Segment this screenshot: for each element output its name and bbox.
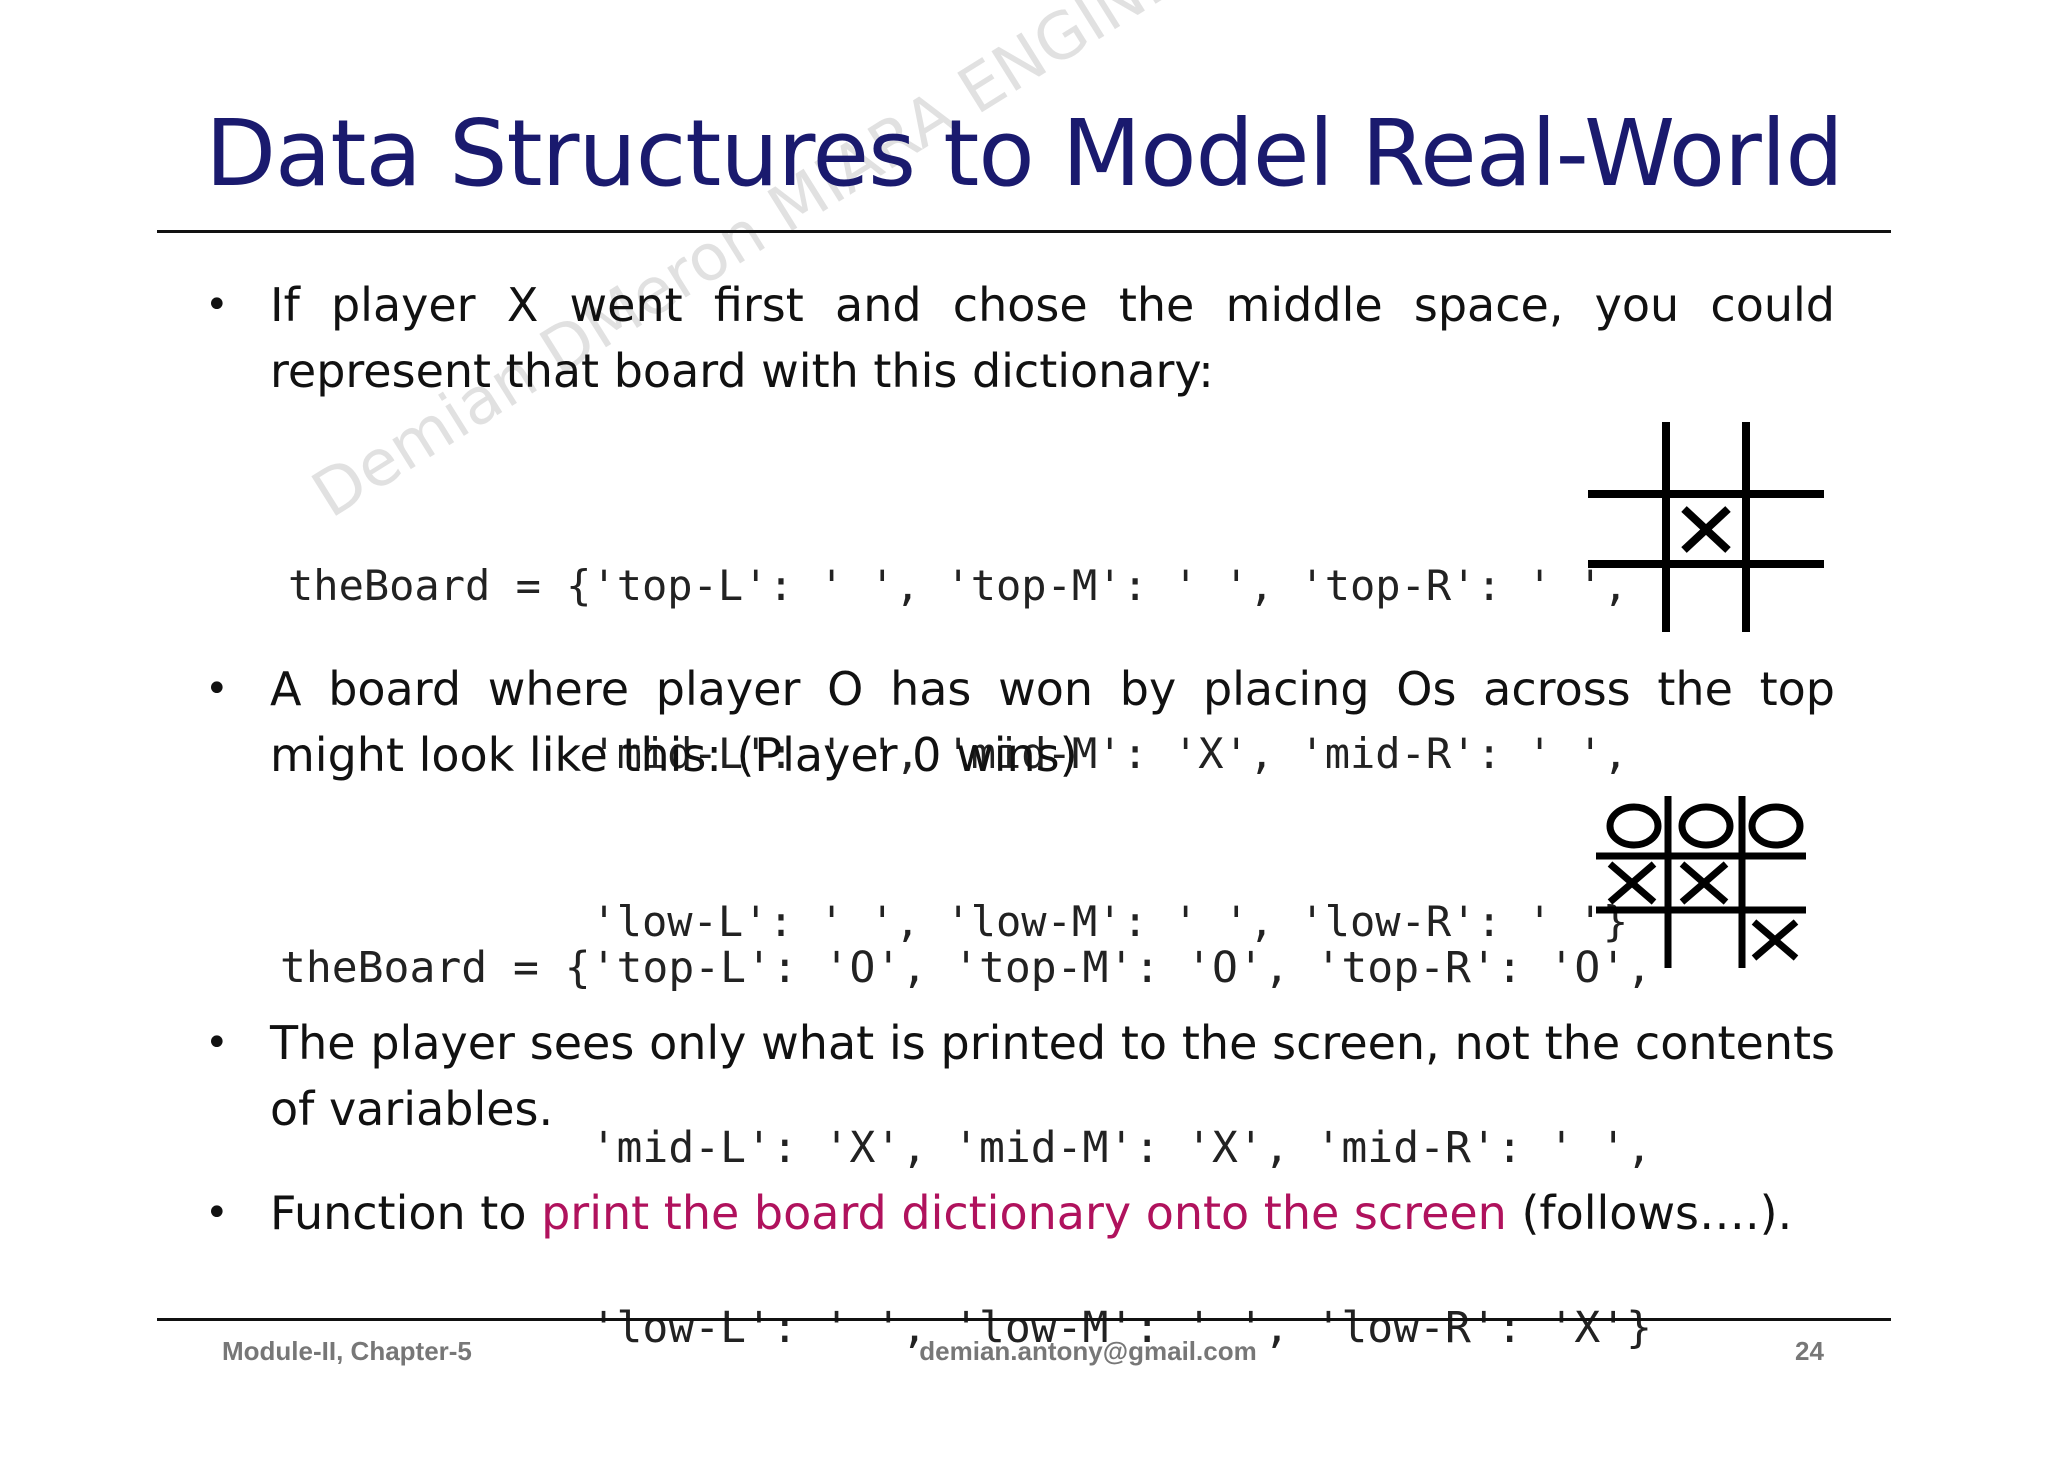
footer-email: demian.antony@gmail.com xyxy=(919,1336,1257,1366)
bullet-suffix: (follows….). xyxy=(1506,1186,1793,1240)
code-line: 'low-L': ' ', 'low-M': ' ', 'low-R': 'X'… xyxy=(280,1303,1653,1353)
bullet-dot: • xyxy=(205,1190,229,1236)
tic-tac-toe-x-middle-icon xyxy=(1588,422,1824,632)
code-line: 'low-L': ' ', 'low-M': ' ', 'low-R': ' '… xyxy=(288,897,1629,946)
bullet-3: • The player sees only what is printed t… xyxy=(205,1010,1835,1142)
bullet-1: • If player X went first and chose the m… xyxy=(205,272,1835,404)
bullet-prefix: Function to xyxy=(270,1186,542,1240)
bullet-4: • Function to print the board dictionary… xyxy=(205,1180,1835,1246)
footer-divider xyxy=(157,1318,1891,1321)
code-line: 'mid-L': 'X', 'mid-M': 'X', 'mid-R': ' '… xyxy=(280,1123,1653,1173)
title-divider xyxy=(157,230,1891,233)
highlighted-phrase: print the board dictionary onto the scre… xyxy=(541,1186,1507,1240)
tic-tac-toe-o-wins-icon xyxy=(1596,796,1806,968)
code-line: theBoard = {'top-L': ' ', 'top-M': ' ', … xyxy=(288,561,1629,610)
slide: Demian DMeron MIARA ENGINEERING COLLE Da… xyxy=(157,0,1891,1366)
bullet-dot: • xyxy=(205,666,229,712)
code-line: theBoard = {'top-L': 'O', 'top-M': 'O', … xyxy=(280,943,1653,993)
code-block-empty-board: theBoard = {'top-L': ' ', 'top-M': ' ', … xyxy=(288,446,1628,1062)
code-block-o-wins-board: theBoard = {'top-L': 'O', 'top-M': 'O', … xyxy=(280,818,1652,1478)
bullet-text: Function to print the board dictionary o… xyxy=(270,1180,1835,1246)
bullet-dot: • xyxy=(205,282,229,328)
bullet-2: • A board where player O has won by plac… xyxy=(205,656,1835,788)
bullet-dot: • xyxy=(205,1020,229,1066)
code-line: 'mid-L': ' ', 'mid-M': 'X', 'mid-R': ' '… xyxy=(288,729,1629,778)
bullet-text: The player sees only what is printed to … xyxy=(270,1016,1835,1136)
bullet-text: If player X went first and chose the mid… xyxy=(270,278,1835,398)
bullet-text: A board where player O has won by placin… xyxy=(270,662,1835,782)
slide-title: Data Structures to Model Real-World xyxy=(205,100,1844,207)
footer-module: Module-II, Chapter-5 xyxy=(222,1336,472,1366)
page-number: 24 xyxy=(1795,1336,1824,1366)
